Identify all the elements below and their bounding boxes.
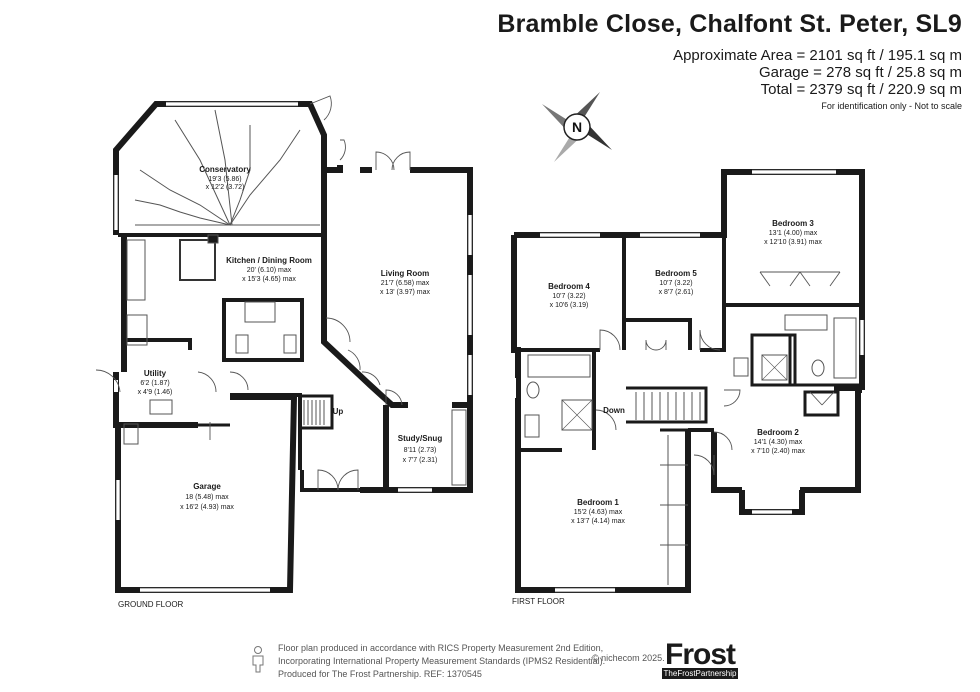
kitchen-dim2: x 15'3 (4.65) max	[242, 276, 296, 283]
logo-bar	[662, 668, 738, 679]
property-title: Bramble Close, Chalfont St. Peter, SL9	[497, 10, 962, 38]
living-room-label: Living Room	[381, 269, 429, 278]
first-floor-label: FIRST FLOOR	[512, 597, 565, 606]
compass-letter: N	[572, 119, 582, 135]
bedroom5-dim2: x 8'7 (2.61)	[659, 289, 694, 296]
logo-word: Frost	[665, 638, 736, 671]
bedroom2-label: Bedroom 2	[757, 428, 799, 437]
footer-line-2: Incorporating International Property Mea…	[278, 656, 606, 666]
bedroom3-label: Bedroom 3	[772, 219, 814, 228]
first-floor-windows	[512, 170, 864, 592]
bedroom3-dim2: x 12'10 (3.91) max	[764, 239, 822, 246]
ground-floor-window-lines	[113, 101, 473, 593]
bedroom2-dim1: 14'1 (4.30) max	[754, 439, 803, 446]
disclaimer-note: For identification only - Not to scale	[821, 101, 962, 111]
bedroom1-dim2: x 13'7 (4.14) max	[571, 518, 625, 525]
ground-floor-door-swings	[95, 95, 411, 491]
living-room-dim1: 21'7 (6.58) max	[381, 280, 430, 287]
logo-subtitle: TheFrostPartnership	[663, 669, 737, 678]
bedroom1-dim1: 15'2 (4.63) max	[574, 509, 623, 516]
ground-floor-room-labels: Conservatory 19'3 (5.86) x 12'2 (3.72) K…	[138, 165, 443, 511]
utility-dim1: 6'2 (1.87)	[140, 380, 169, 387]
utility-dim2: x 4'9 (1.46)	[138, 389, 173, 396]
garage-area: Garage = 278 sq ft / 25.8 sq m	[758, 64, 962, 81]
copyright-text: © nichecom 2025.	[592, 653, 665, 663]
footer-text: Floor plan produced in accordance with R…	[278, 642, 605, 681]
living-room-dim2: x 13' (3.97) max	[380, 289, 430, 296]
total-area: Total = 2379 sq ft / 220.9 sq m	[760, 81, 962, 98]
bedroom1-label: Bedroom 1	[577, 498, 619, 507]
conservatory-dim1: 19'3 (5.86)	[208, 176, 241, 183]
conservatory-dim2: x 12'2 (3.72)	[206, 184, 245, 191]
study-label: Study/Snug	[398, 434, 443, 443]
ground-floor-windows	[114, 102, 472, 592]
kitchen-dim1: 20' (6.10) max	[247, 267, 292, 274]
first-floor-room-labels: Bedroom 4 10'7 (3.22) x 10'6 (3.19) Bedr…	[548, 219, 822, 525]
garage-dim2: x 16'2 (4.93) max	[180, 504, 234, 511]
bedroom3-dim1: 13'1 (4.00) max	[769, 230, 818, 237]
bedroom4-label: Bedroom 4	[548, 282, 590, 291]
conservatory-label: Conservatory	[199, 165, 251, 174]
person-scale-icon	[252, 646, 264, 673]
bedroom5-label: Bedroom 5	[655, 269, 697, 278]
garage-dim1: 18 (5.48) max	[185, 494, 229, 501]
utility-label: Utility	[144, 369, 167, 378]
bedroom4-dim1: 10'7 (3.22)	[552, 293, 585, 300]
ground-floor-fixtures	[123, 109, 467, 486]
kitchen-label: Kitchen / Dining Room	[226, 256, 312, 265]
footer-line-1: Floor plan produced in accordance with R…	[278, 643, 604, 653]
stairs-up-label: Up	[333, 407, 344, 416]
bedroom5-dim1: 10'7 (3.22)	[659, 280, 692, 287]
approximate-area: Approximate Area = 2101 sq ft / 195.1 sq…	[673, 47, 962, 64]
first-floor-window-lines	[540, 169, 865, 593]
bedroom4-dim2: x 10'6 (3.19)	[550, 302, 589, 309]
study-dim2: x 7'7 (2.31)	[403, 457, 438, 464]
frost-logo: Frost TheFrostPartnership	[662, 640, 738, 680]
stairs-down-label: Down	[603, 406, 625, 415]
compass-icon: N	[542, 92, 612, 162]
garage-label: Garage	[193, 482, 221, 491]
first-floor-door-swings	[595, 271, 841, 476]
ground-floor-plan	[113, 101, 473, 593]
ground-floor-label: GROUND FLOOR	[118, 600, 184, 609]
first-floor-fixtures	[524, 271, 857, 585]
footer-line-3: Produced for The Frost Partnership. REF:…	[278, 669, 482, 679]
study-dim1: 8'11 (2.73)	[404, 447, 437, 454]
bedroom2-dim2: x 7'10 (2.40) max	[751, 448, 805, 455]
